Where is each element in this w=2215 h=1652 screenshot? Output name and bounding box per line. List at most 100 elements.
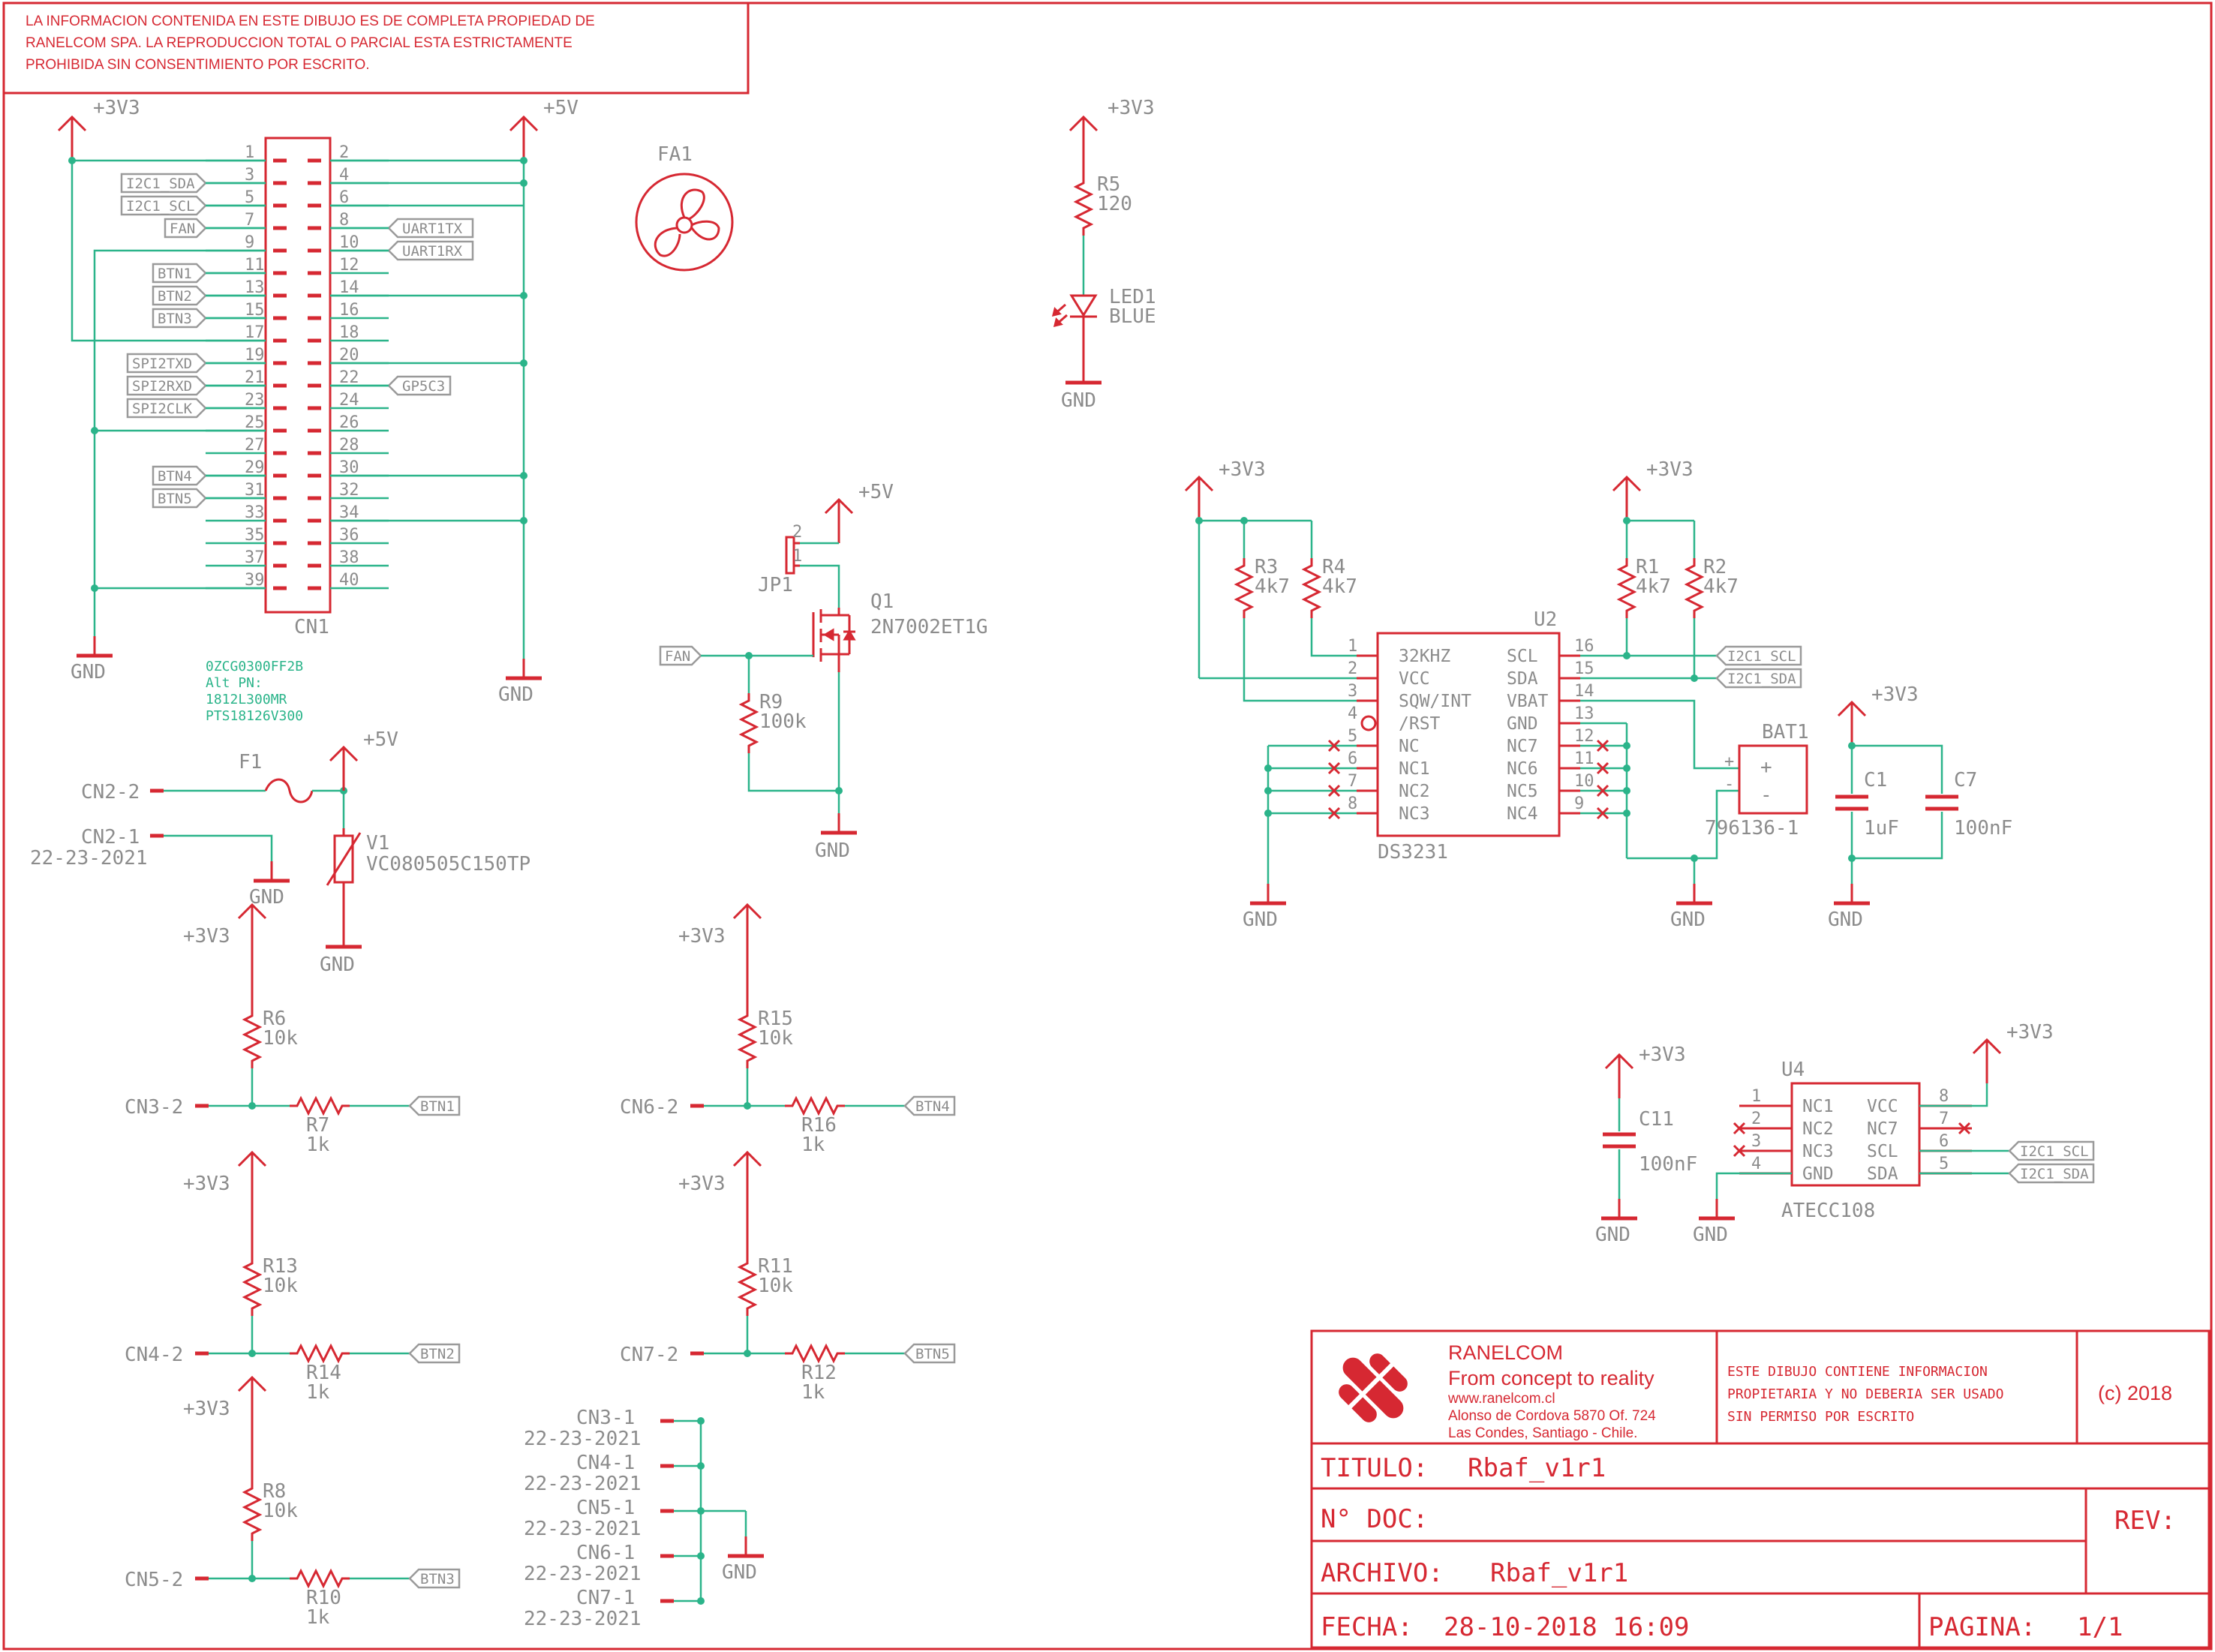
- u4-pin-left-name: NC1: [1802, 1097, 1834, 1116]
- header-pin-left-number: 33: [245, 503, 265, 522]
- pullup-ref: R13: [263, 1255, 298, 1278]
- port-btn2-cn1: BTN2: [152, 285, 207, 306]
- u2-pin-right-name: GND: [1507, 714, 1538, 734]
- led1-ref: LED1: [1109, 286, 1156, 308]
- svg-text:I2C1_SCL: I2C1_SCL: [126, 198, 195, 215]
- pn-1: 0ZCG0300FF2B: [206, 659, 303, 674]
- header-pin-right-number: 30: [339, 458, 359, 477]
- u2-pin-left-number: 8: [1348, 794, 1357, 813]
- u2-pin-right-name: NC7: [1507, 737, 1538, 756]
- company-address-1: Alonso de Cordova 5870 Of. 724: [1448, 1408, 1656, 1424]
- u4-pin-left-number: 2: [1751, 1110, 1761, 1128]
- header-pin-left-number: 11: [245, 256, 265, 275]
- btn-port-label: BTN1: [420, 1098, 455, 1115]
- gnd-conn-val: 22-23-2021: [524, 1608, 642, 1630]
- u2-pin-right-name: VBAT: [1507, 692, 1549, 711]
- btn-port-label: BTN4: [915, 1098, 950, 1115]
- u4-pin-right-name: VCC: [1867, 1097, 1898, 1116]
- u4-pin-left-name: NC2: [1802, 1119, 1834, 1139]
- u2-pin-right-number: 12: [1574, 727, 1594, 746]
- notice-line-1: LA INFORMACION CONTENIDA EN ESTE DIBUJO …: [26, 14, 595, 29]
- port-spi2clk: SPI2CLK: [126, 398, 207, 419]
- pullup-val: 10k: [263, 1275, 298, 1297]
- btn-v33-label: +3V3: [678, 1173, 726, 1195]
- port-btn4-cn1: BTN4: [152, 465, 207, 486]
- fan-icon: [680, 188, 705, 221]
- btn-conn-label: CN5-2: [125, 1569, 183, 1591]
- u4-pin-left-number: 1: [1751, 1087, 1761, 1106]
- u4-gnd-label: GND: [1693, 1224, 1728, 1246]
- u2-pin-left-number: 5: [1348, 727, 1357, 746]
- svg-text:I2C1_SDA: I2C1_SDA: [1727, 671, 1796, 687]
- cn1-v5-label: +5V: [543, 97, 579, 119]
- u2-pin-right-number: 13: [1574, 704, 1594, 723]
- fecha-label: FECHA:: [1321, 1612, 1413, 1642]
- jp1-ref: JP1: [758, 574, 793, 596]
- series-r-val: 1k: [306, 1134, 330, 1156]
- port-spi2rxd: SPI2RXD: [126, 375, 207, 396]
- disclaimer-3: SIN PERMISO POR ESCRITO: [1727, 1409, 1914, 1425]
- c11-gnd-label: GND: [1595, 1224, 1630, 1246]
- pullup-ref: R15: [758, 1008, 793, 1030]
- notice-line-3: PROHIBIDA SIN CONSENTIMIENTO POR ESCRITO…: [26, 57, 370, 73]
- btn-port: [408, 1568, 461, 1589]
- svg-text:BTN3: BTN3: [158, 311, 192, 327]
- u2-pin-right-number: 16: [1574, 637, 1594, 656]
- u2-pin-right-number: 14: [1574, 682, 1594, 701]
- btn-v33-label: +3V3: [183, 1398, 230, 1420]
- bus-gnd-label: GND: [722, 1561, 757, 1584]
- cn1-gnd-left-label: GND: [71, 661, 106, 683]
- u2-pin-right-number: 10: [1574, 772, 1594, 791]
- u2-pin-left-number: 1: [1348, 637, 1357, 656]
- header-pin-right-number: 20: [339, 346, 359, 365]
- pullup-val: 10k: [758, 1275, 793, 1297]
- series-r-ref: R16: [801, 1114, 837, 1137]
- u2-pin-left-name: NC2: [1399, 782, 1430, 801]
- u2-val: DS3231: [1378, 841, 1448, 864]
- u2-pin-left-name: NC3: [1399, 804, 1430, 824]
- header-pin-right-number: 16: [339, 301, 359, 320]
- header-pin-left-number: 19: [245, 346, 265, 365]
- header-pin-left-number: 17: [245, 323, 265, 342]
- gnd-conn-label: CN7-1: [576, 1587, 635, 1609]
- port-uart1rx: UART1RX: [387, 240, 474, 261]
- btn-conn-label: CN3-2: [125, 1096, 183, 1119]
- u2-pin-right-name: NC4: [1507, 804, 1538, 824]
- header-pin-right-number: 12: [339, 256, 359, 275]
- port-fan-cn1: FAN: [164, 218, 207, 239]
- rtc-v33-left-label: +3V3: [1219, 458, 1266, 481]
- q1-val: 2N7002ET1G: [870, 616, 988, 638]
- gnd-connector-bus: GND CN3-122-23-2021CN4-122-23-2021CN5-12…: [524, 1407, 764, 1630]
- cap-gnd-label: GND: [1828, 909, 1863, 931]
- gnd-symbol-cn1-right: [506, 659, 542, 678]
- header-pin-left-number: 23: [245, 391, 265, 410]
- pullup-ref: R11: [758, 1255, 793, 1278]
- v1-gnd-label: GND: [320, 954, 355, 976]
- header-pin-right-number: 14: [339, 278, 359, 297]
- c1-ref: C1: [1864, 769, 1887, 791]
- btn-conn-label: CN6-2: [620, 1096, 678, 1119]
- led-gnd-label: GND: [1061, 389, 1096, 412]
- series-r-val: 1k: [801, 1134, 825, 1156]
- header-pin-right-number: 32: [339, 481, 359, 500]
- cn1-ref: CN1: [294, 616, 329, 638]
- header-pin-left-number: 35: [245, 526, 265, 545]
- port-btn1-cn1: BTN1: [152, 263, 207, 284]
- header-pin-left-number: 9: [245, 233, 254, 252]
- gnd-conn-val: 22-23-2021: [524, 1563, 642, 1585]
- header-pin-right-number: 36: [339, 526, 359, 545]
- header-pin-left-number: 27: [245, 436, 265, 455]
- f1-ref: F1: [239, 751, 262, 773]
- header-pin-right-number: 24: [339, 391, 359, 410]
- gnd-conn-label: CN6-1: [576, 1542, 635, 1564]
- r4-ref: R4: [1322, 556, 1345, 578]
- titulo-value: Rbaf_v1r1: [1468, 1453, 1606, 1483]
- port-i2c1-sda-u4: I2C1_SDA: [2008, 1163, 2095, 1184]
- svg-text:GP5C3: GP5C3: [402, 378, 445, 395]
- v1-val: VC080505C150TP: [366, 853, 530, 876]
- gnd-conn-label: CN3-1: [576, 1407, 635, 1429]
- bat1-val: 796136-1: [1705, 817, 1799, 840]
- svg-text:FAN: FAN: [665, 648, 690, 665]
- header-pin-left-number: 31: [245, 481, 265, 500]
- r1-ref: R1: [1636, 556, 1659, 578]
